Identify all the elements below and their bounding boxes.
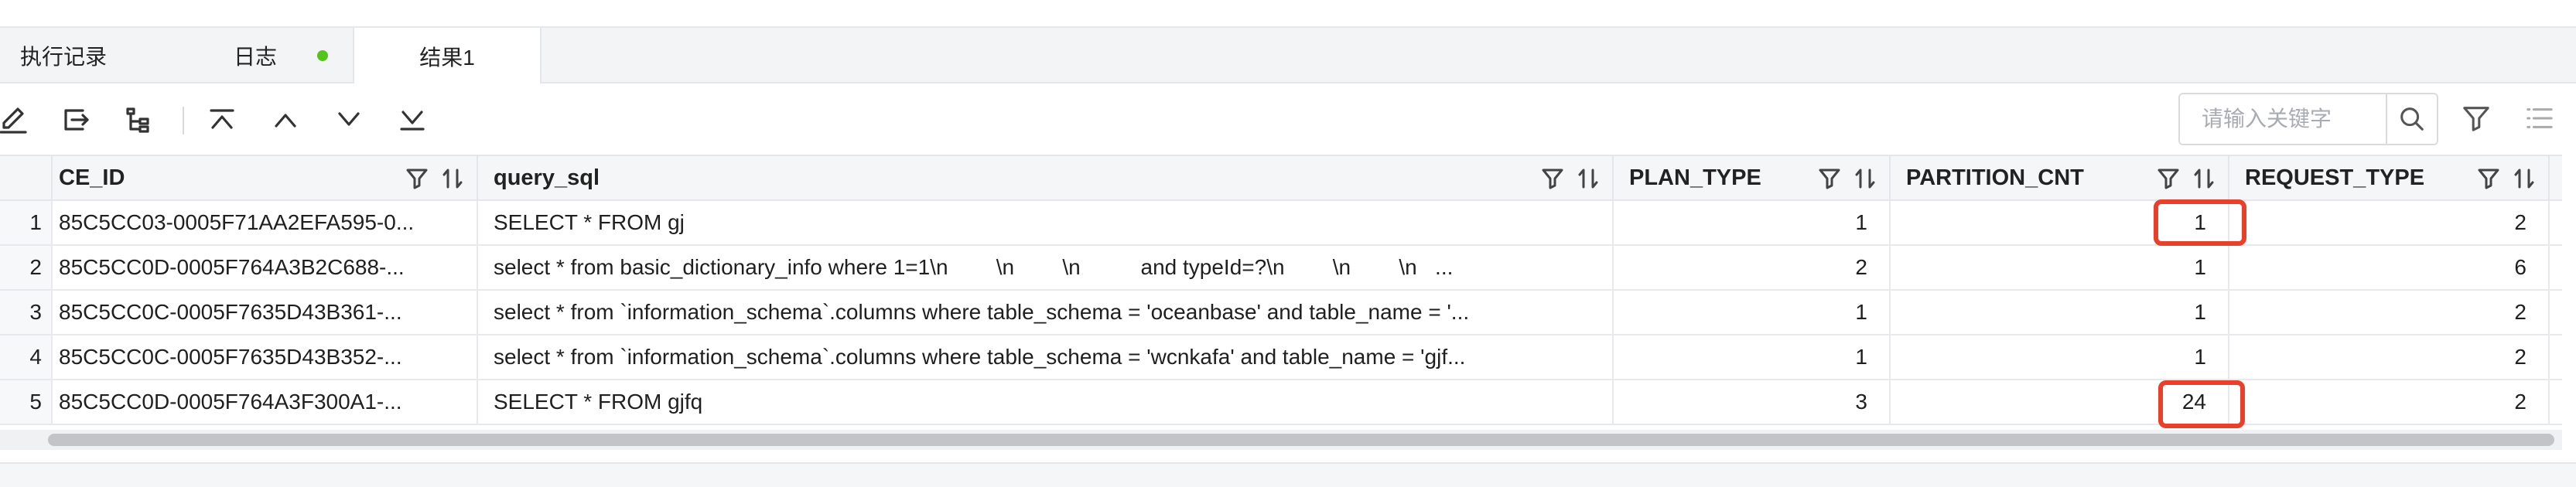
sort-icon[interactable]: [441, 167, 464, 190]
tab-label: 执行记录: [20, 45, 108, 69]
cell-request-type[interactable]: 2: [2229, 380, 2550, 424]
cell-plan-type[interactable]: 1: [1614, 291, 1891, 334]
highlight-box: [2154, 199, 2246, 246]
column-label: CE_ID: [59, 165, 125, 190]
sort-icon[interactable]: [2192, 167, 2216, 190]
list-icon: [2526, 108, 2553, 128]
edit-icon[interactable]: [0, 102, 31, 138]
search-field[interactable]: [2178, 93, 2387, 145]
sort-icon[interactable]: [1853, 167, 1877, 190]
filter-icon[interactable]: [2157, 167, 2180, 190]
cell-request-type[interactable]: 2: [2229, 291, 2550, 334]
status-dot-icon: [317, 50, 329, 61]
row-index: 5: [0, 380, 53, 424]
column-header-plan-type[interactable]: PLAN_TYPE: [1614, 156, 1891, 199]
table-row[interactable]: 2 85C5CC0D-0005F764A3B2C688-... select *…: [0, 246, 2562, 291]
table-row[interactable]: 5 85C5CC0D-0005F764A3F300A1-... SELECT *…: [0, 380, 2562, 425]
column-label: REQUEST_TYPE: [2245, 165, 2425, 190]
sort-icon[interactable]: [2513, 167, 2536, 190]
column-header-trace-id[interactable]: CE_ID: [53, 156, 478, 199]
result-toolbar: [0, 83, 2576, 156]
search-icon: [2400, 107, 2424, 131]
highlight-box: [2158, 380, 2245, 428]
cell-partition-cnt[interactable]: 24: [1891, 380, 2229, 424]
top-strip: [0, 0, 2576, 28]
tab-log[interactable]: 日志: [234, 28, 357, 83]
column-header-partition-cnt[interactable]: PARTITION_CNT: [1891, 156, 2229, 199]
tab-label: 结果1: [419, 46, 475, 70]
cell-trace-id[interactable]: 85C5CC0C-0005F7635D43B352-...: [53, 335, 478, 379]
column-label: query_sql: [494, 165, 600, 190]
cell-plan-type[interactable]: 1: [1614, 201, 1891, 244]
cell-trace-id[interactable]: 85C5CC03-0005F71AA2EFA595-0...: [53, 201, 478, 244]
column-header-query-sql[interactable]: query_sql: [478, 156, 1614, 199]
column-label: PLAN_TYPE: [1629, 165, 1761, 190]
cell-partition-cnt[interactable]: 1: [1891, 201, 2229, 244]
cell-query-sql[interactable]: select * from `information_schema`.colum…: [478, 335, 1614, 379]
tree-icon[interactable]: [121, 102, 156, 138]
cell-request-type[interactable]: 6: [2229, 246, 2550, 289]
table-row[interactable]: 4 85C5CC0C-0005F7635D43B352-... select *…: [0, 335, 2562, 380]
next-row-icon[interactable]: [331, 102, 367, 138]
sort-icon[interactable]: [1577, 167, 1600, 190]
cell-request-type[interactable]: 2: [2229, 335, 2550, 379]
cell-query-sql[interactable]: SELECT * FROM gjfq: [478, 380, 1614, 424]
tab-result-1[interactable]: 结果1: [353, 28, 542, 85]
cell-request-type[interactable]: 2: [2229, 201, 2550, 244]
cell-partition-cnt[interactable]: 1: [1891, 291, 2229, 334]
filter-icon[interactable]: [1818, 167, 1841, 190]
cell-partition-cnt[interactable]: 1: [1891, 335, 2229, 379]
row-index: 3: [0, 291, 53, 334]
filter-button[interactable]: [2457, 99, 2496, 138]
tab-label: 日志: [234, 45, 278, 69]
scrollbar-thumb[interactable]: [48, 434, 2554, 446]
row-index: 2: [0, 246, 53, 289]
column-label: PARTITION_CNT: [1906, 165, 2084, 190]
table-row[interactable]: 1 85C5CC03-0005F71AA2EFA595-0... SELECT …: [0, 201, 2562, 246]
search-button[interactable]: [2386, 93, 2438, 145]
horizontal-scrollbar[interactable]: [0, 430, 2562, 450]
filter-icon[interactable]: [1541, 167, 1564, 190]
column-list-button[interactable]: [2520, 99, 2559, 138]
cell-plan-type[interactable]: 3: [1614, 380, 1891, 424]
search-input[interactable]: [2180, 94, 2386, 144]
cell-trace-id[interactable]: 85C5CC0D-0005F764A3F300A1-...: [53, 380, 478, 424]
table-row[interactable]: 3 85C5CC0C-0005F7635D43B361-... select *…: [0, 291, 2562, 335]
cell-plan-type[interactable]: 2: [1614, 246, 1891, 289]
cell-trace-id[interactable]: 85C5CC0C-0005F7635D43B361-...: [53, 291, 478, 334]
filter-icon[interactable]: [2477, 167, 2500, 190]
filter-icon[interactable]: [405, 167, 429, 190]
row-index: 4: [0, 335, 53, 379]
cell-partition-cnt[interactable]: 1: [1891, 246, 2229, 289]
result-tabbar: 执行记录 日志 结果1: [0, 28, 2576, 85]
prev-row-icon[interactable]: [268, 102, 303, 138]
status-footer: [0, 462, 2576, 487]
cell-trace-id[interactable]: 85C5CC0D-0005F764A3B2C688-...: [53, 246, 478, 289]
row-index: 1: [0, 201, 53, 244]
filter-icon: [2463, 107, 2489, 131]
toolbar-divider: [183, 107, 184, 135]
last-row-icon[interactable]: [395, 102, 430, 138]
export-icon[interactable]: [57, 102, 93, 138]
cell-query-sql[interactable]: select * from `information_schema`.colum…: [478, 291, 1614, 334]
cell-plan-type[interactable]: 1: [1614, 335, 1891, 379]
header-index: [0, 156, 53, 199]
first-row-icon[interactable]: [204, 102, 240, 138]
grid-header: CE_ID query_sql PLAN_TYPE PARTITION_CNT: [0, 155, 2562, 201]
cell-query-sql[interactable]: SELECT * FROM gj: [478, 201, 1614, 244]
column-header-request-type[interactable]: REQUEST_TYPE: [2229, 156, 2550, 199]
cell-query-sql[interactable]: select * from basic_dictionary_info wher…: [478, 246, 1614, 289]
tab-execution-record[interactable]: 执行记录: [20, 28, 175, 83]
